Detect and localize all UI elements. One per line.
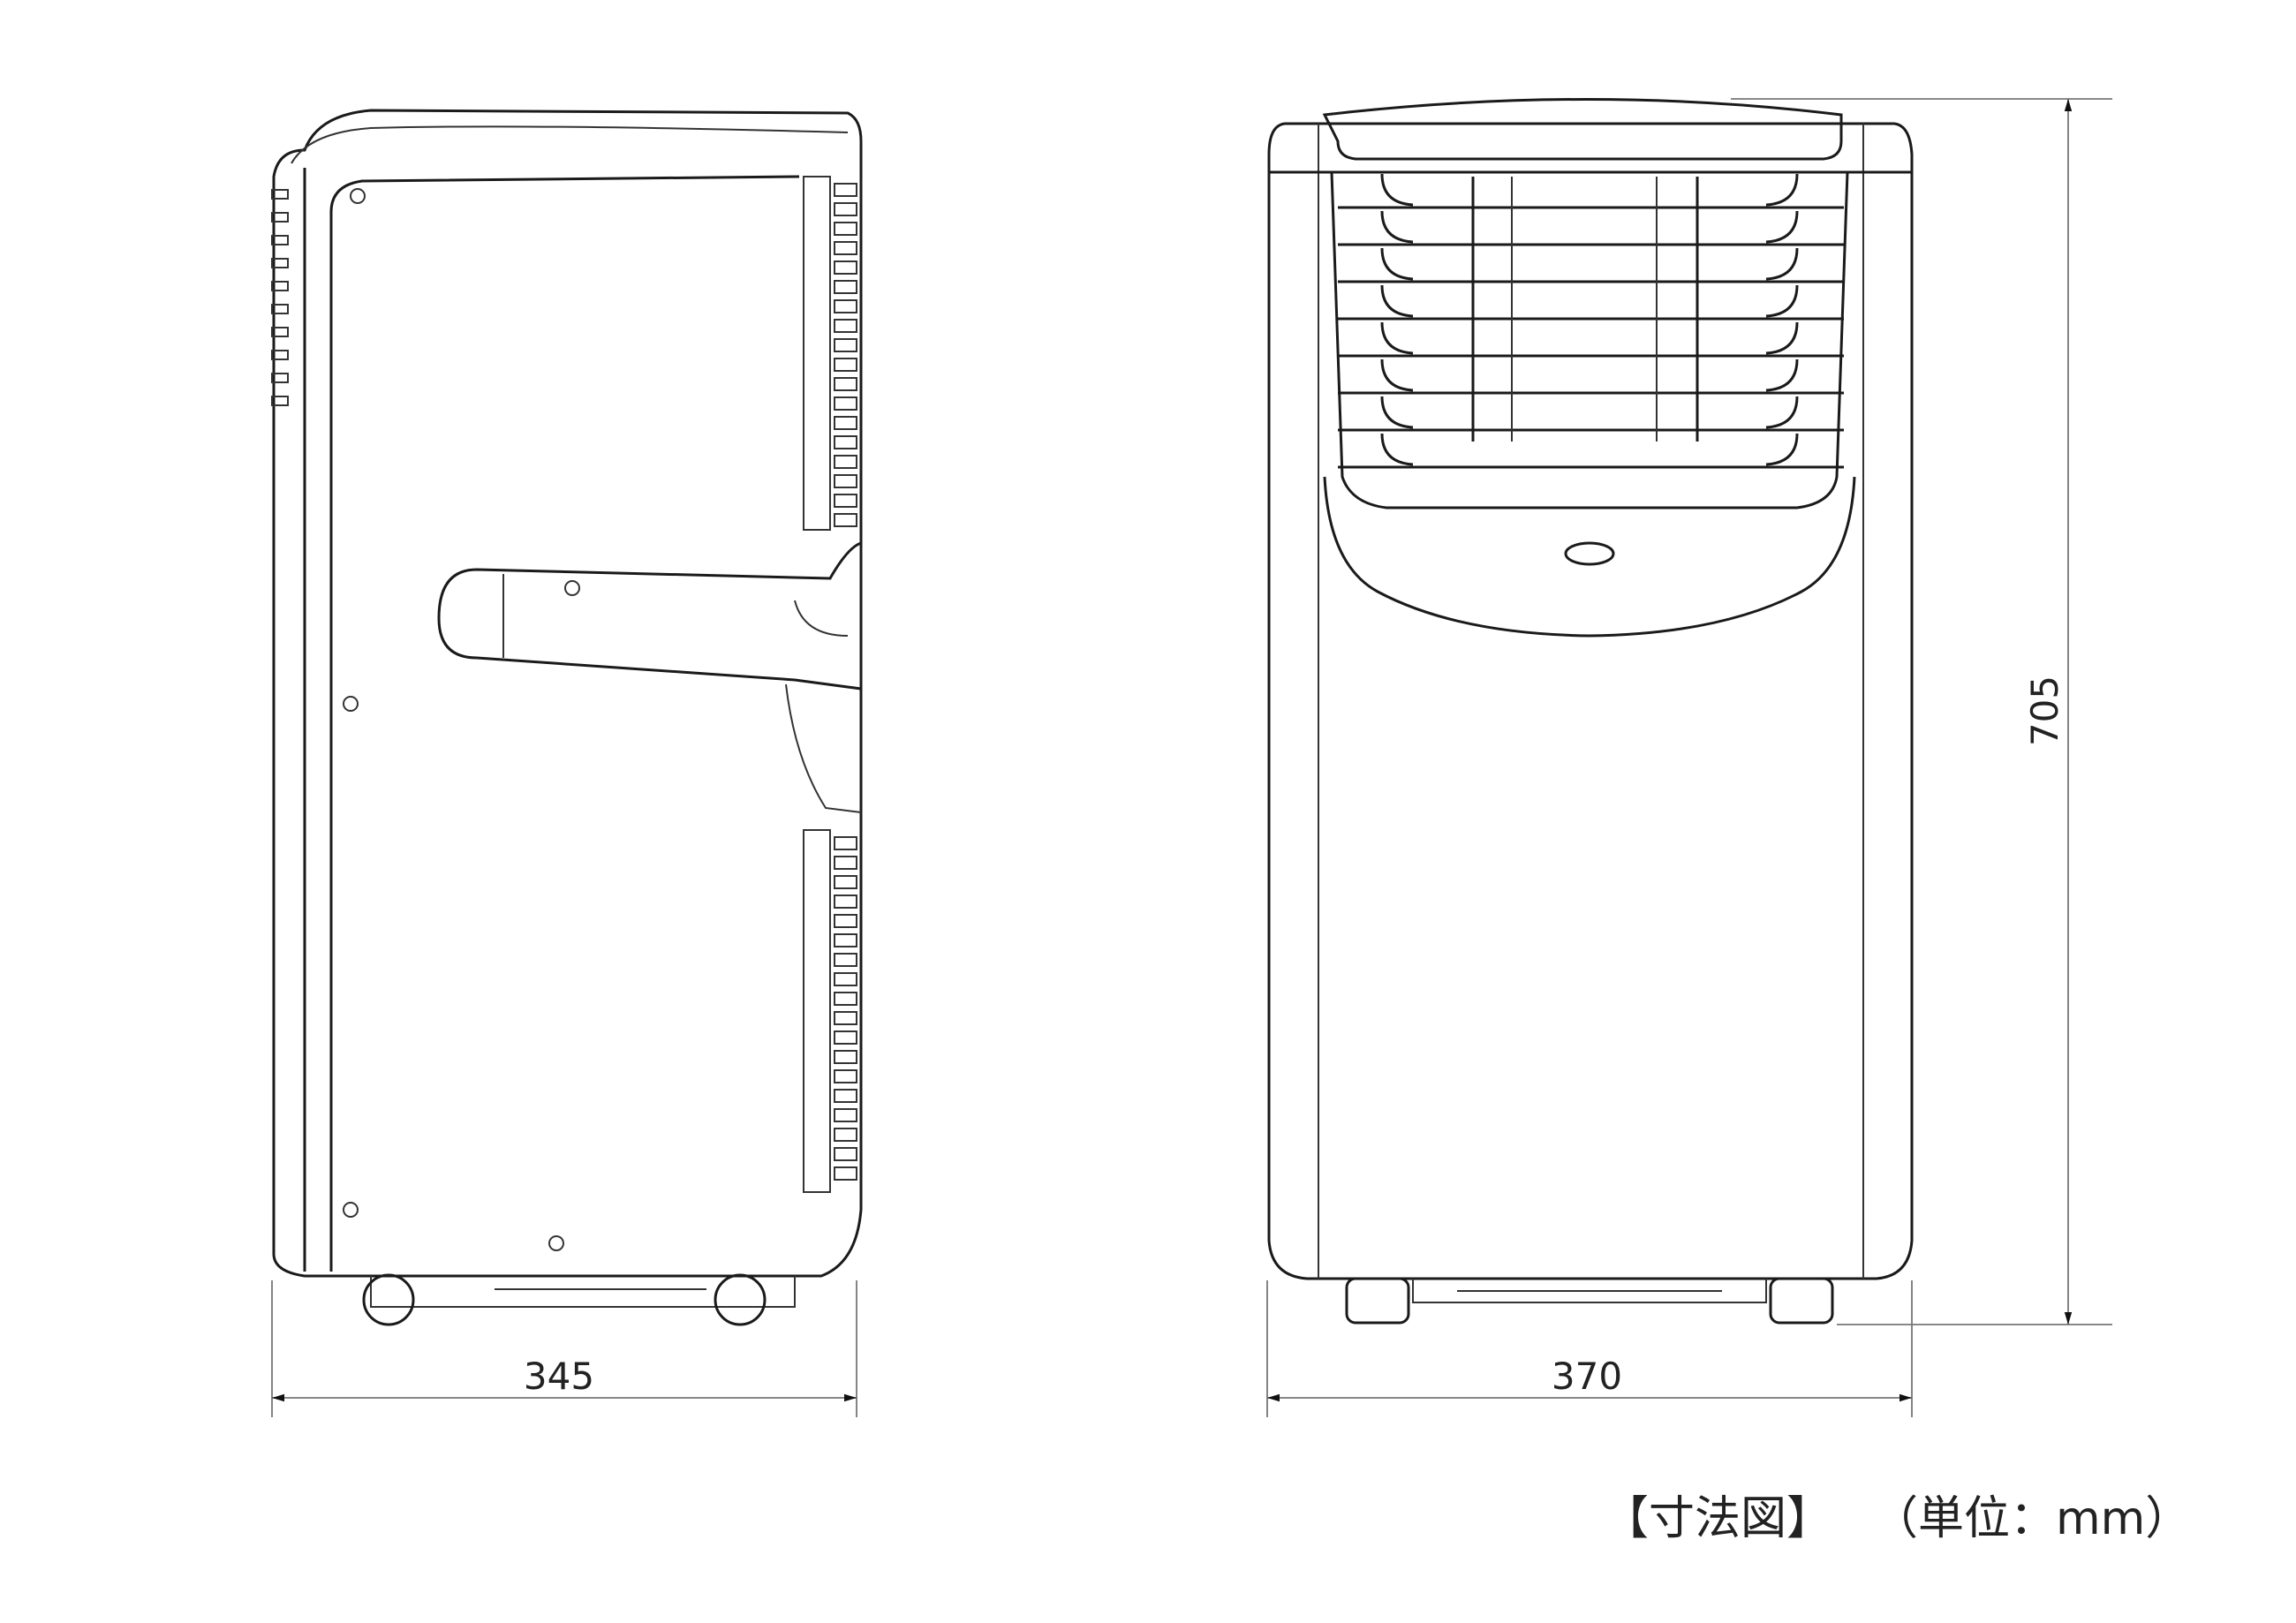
grille-slat [834,299,857,313]
screw [343,696,359,712]
front-view [1267,98,1914,1325]
screw [548,1235,564,1251]
grille-slat [834,455,857,469]
grille-slat [834,319,857,333]
side-top-cover [291,125,849,164]
front-body-outline [1267,122,1914,1280]
grille-slat [834,241,857,255]
fin [271,281,289,291]
side-front-strip [303,168,800,1272]
grille-slat [834,933,857,947]
caption-title: 【寸法図】 [1603,1492,1832,1545]
front-sensor [1564,541,1615,566]
grille-slat [834,895,857,909]
fin [271,258,289,268]
front-vertical-vanes [1471,177,1699,442]
dimension-width: 370 [1266,1280,1913,1417]
side-screws [343,188,580,1251]
grille-slat [834,1128,857,1142]
side-front-fins [271,189,289,406]
grille-slat [834,992,857,1006]
grille-slat [834,435,857,449]
side-base [370,1276,796,1308]
louver [1338,321,1844,358]
grille-slat [834,396,857,411]
grille-slat [834,1011,857,1025]
screw [350,188,366,204]
fin [271,304,289,314]
dimension-height: 705 [1731,98,2112,1325]
height-label: 705 [2023,676,2066,746]
louver [1338,396,1844,432]
side-grille-slats [834,183,857,1181]
depth-label: 345 [524,1355,594,1398]
caster [1769,1277,1834,1325]
front-control-panel [1322,98,1843,161]
grille-slat [834,416,857,430]
grille-slat [834,1108,857,1122]
front-side-seams [1318,124,1864,1279]
grille-slat [834,377,857,391]
caster [1345,1277,1410,1325]
louver [1338,247,1844,283]
front-lower-panel [1323,476,1856,638]
louver [1338,173,1844,209]
grille-slat [834,1069,857,1083]
louver [1338,210,1844,246]
side-duct-bracket [785,683,862,813]
grille-slat [834,1166,857,1181]
grille-slat [834,183,857,197]
grille-slat [834,280,857,294]
front-louvers [1338,173,1844,469]
grille-slat [834,1089,857,1103]
fin [271,212,289,223]
louver [1338,359,1844,395]
front-grille-frame [1330,171,1849,510]
front-casters [1345,1277,1834,1325]
grille-slat [834,338,857,352]
caption-unit: （単位：mm） [1872,1492,2191,1545]
grille-slat [834,953,857,967]
fin [271,235,289,245]
grille-slat [834,260,857,275]
side-body-outline [272,109,863,1278]
fin [271,189,289,200]
screw [564,580,580,596]
side-duct-detail [502,574,849,658]
grille-slat [834,875,857,889]
dimension-depth: 345 [271,1280,857,1417]
grille-slat [834,1147,857,1161]
louver [1338,284,1844,321]
grille-slat [834,494,857,508]
grille-slat [834,513,857,527]
grille-slat [834,1050,857,1064]
grille-slat [834,1030,857,1045]
side-view [271,109,863,1326]
fin [271,350,289,360]
screw [343,1202,359,1218]
grille-slat [834,222,857,236]
side-grille-lower-frame [803,829,831,1193]
width-label: 370 [1552,1355,1622,1398]
fin [271,396,289,406]
louver [1338,433,1844,469]
side-grille-upper-frame [803,176,831,531]
grille-slat [834,914,857,928]
side-exhaust-duct [437,540,863,691]
side-wheel-rear [714,1273,767,1326]
grille-slat [834,202,857,216]
grille-slat [834,856,857,870]
grille-slat [834,836,857,850]
side-wheel-front [362,1273,415,1326]
fin [271,327,289,337]
front-base [1412,1279,1767,1303]
grille-slat [834,474,857,488]
grille-slat [834,972,857,986]
grille-slat [834,358,857,372]
fin [271,373,289,383]
